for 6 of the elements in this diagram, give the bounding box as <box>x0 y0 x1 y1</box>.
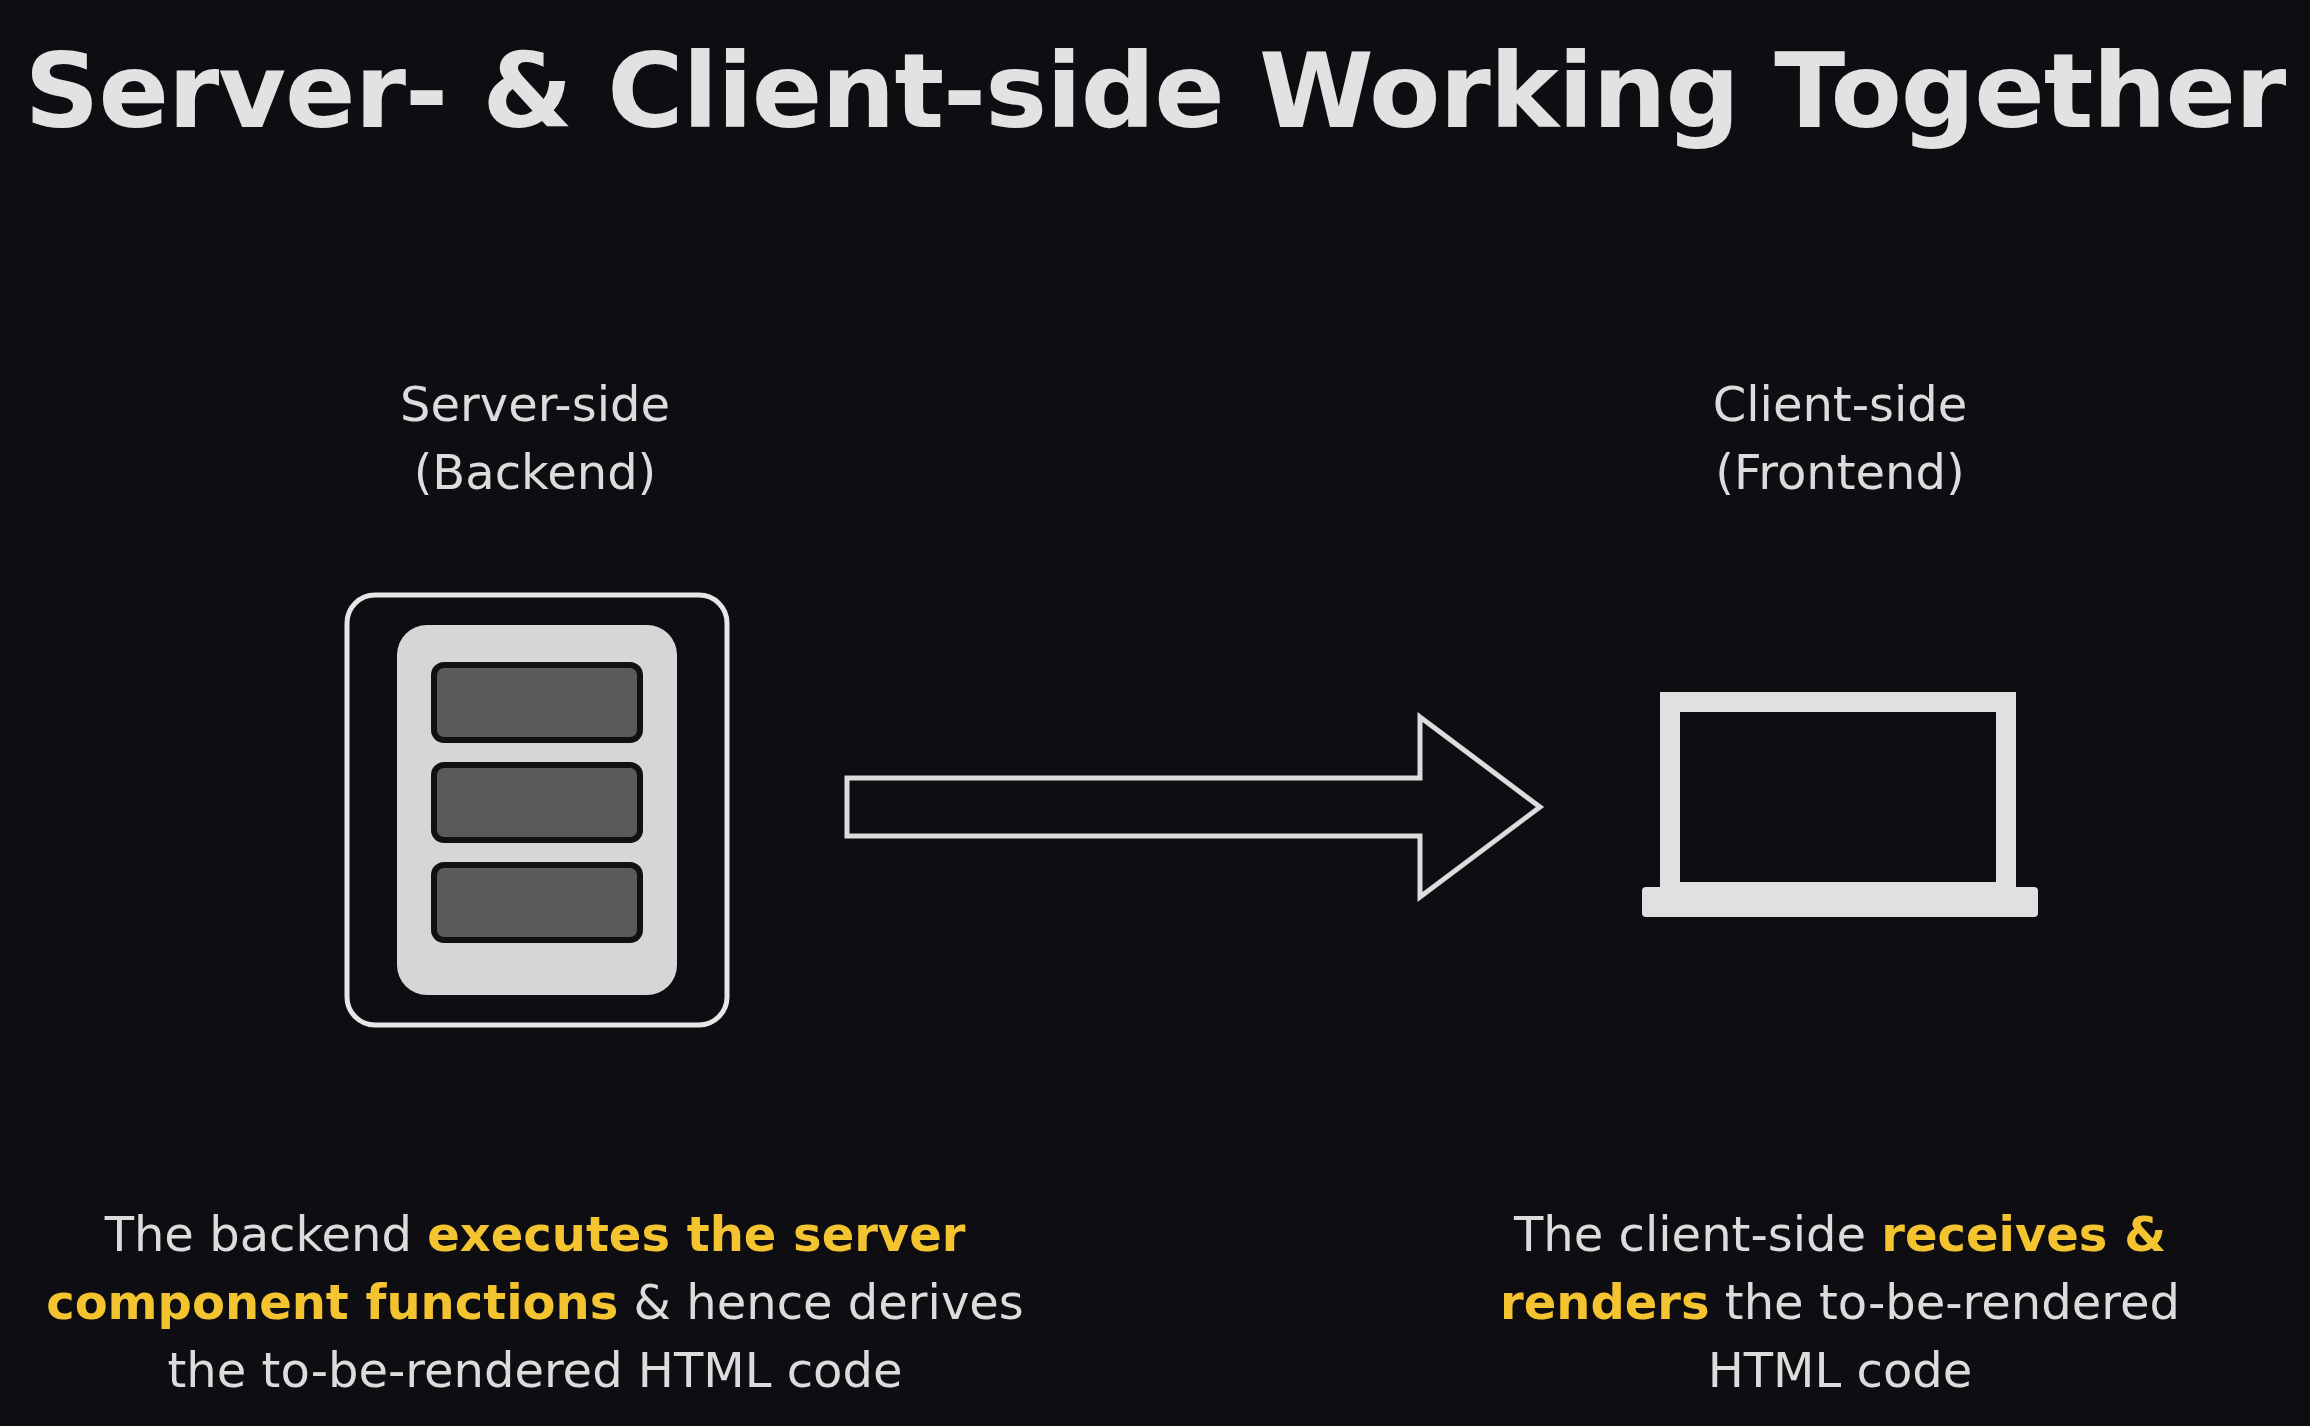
heading-text: Client-side (Frontend) <box>1711 375 1969 502</box>
description-text: The backend executes the server component functions & hence derives the to-be-rendered HTML code <box>45 1205 1025 1400</box>
description-text: The client-side receives & renders the to-be-rendered HTML code <box>1499 1205 2181 1400</box>
block-arrow <box>844 712 1545 902</box>
title: Server- & Client-side Working Together <box>23 30 2287 152</box>
heading-text: Server-side (Backend) <box>399 375 671 502</box>
